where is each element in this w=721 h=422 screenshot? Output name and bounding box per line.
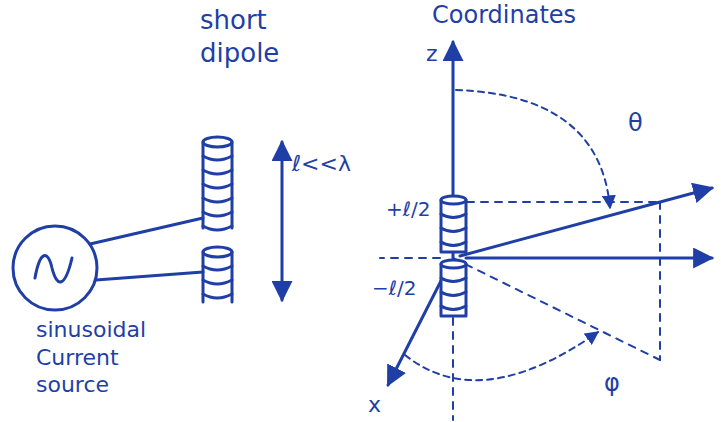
angle-label: φ [604, 368, 620, 398]
axis-label: z [426, 40, 438, 68]
theta-arc [456, 90, 610, 208]
dipole-title: short dipole [200, 4, 300, 69]
source-circle [13, 226, 97, 310]
dipole-arm [203, 137, 232, 230]
length-note: ℓ<<λ [292, 150, 351, 178]
dipole-arm [203, 247, 232, 302]
length-arrow [281, 142, 284, 300]
dipole-arm [441, 260, 466, 316]
position-label: −ℓ/2 [372, 276, 416, 301]
source-label: sinusoidal Current source [36, 316, 166, 399]
phi-arc [405, 332, 598, 380]
sine-symbol [35, 256, 72, 282]
y-axis [466, 257, 712, 260]
radius-vector [460, 188, 712, 256]
section-title: Coordinates [432, 0, 576, 30]
feed-wire [90, 218, 203, 244]
dashed-guide [380, 202, 660, 420]
feed-wire [96, 272, 203, 280]
position-label: +ℓ/2 [386, 197, 430, 222]
angle-label: θ [628, 108, 643, 138]
axis-label: x [368, 391, 381, 419]
dipole-arm [441, 196, 466, 252]
